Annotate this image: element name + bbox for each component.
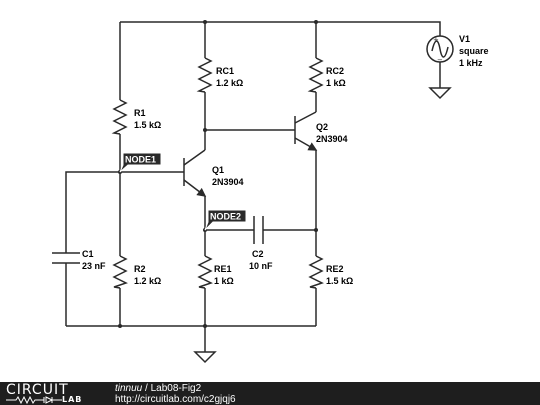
transistor-q2[interactable] — [294, 111, 318, 151]
resistor-re2[interactable] — [308, 255, 324, 289]
rc1-name: RC1 — [216, 66, 234, 76]
rc2-value: 1 kΩ — [326, 78, 346, 88]
re2-value: 1.5 kΩ — [326, 276, 353, 286]
q2-name: Q2 — [316, 122, 328, 132]
logo-circuit-text: CIRCUIT — [6, 382, 69, 398]
re1-name: RE1 — [214, 264, 232, 274]
resistor-rc2[interactable] — [307, 57, 324, 93]
resistor-r1[interactable] — [111, 99, 128, 135]
r2-name: R2 — [134, 264, 146, 274]
node1-label: NODE1 — [125, 155, 156, 165]
c2-value: 10 nF — [249, 261, 273, 271]
resistor-r2[interactable] — [112, 255, 128, 289]
logo-resistor-icon — [6, 396, 62, 404]
q2-model: 2N3904 — [316, 134, 348, 144]
q1-name: Q1 — [212, 165, 224, 175]
resistor-re1[interactable] — [197, 255, 213, 289]
ground-icon — [428, 87, 452, 100]
schematic-url[interactable]: http://circuitlab.com/c2gjqj6 — [115, 394, 236, 405]
svg-text:+: + — [433, 36, 439, 44]
transistor-q1[interactable] — [183, 149, 207, 197]
circuitlab-logo[interactable]: CIRCUIT LAB — [6, 383, 106, 405]
rc1-value: 1.2 kΩ — [216, 78, 243, 88]
schematic-owner-line: tinnuu / Lab08-Fig2 — [115, 383, 201, 394]
logo-lab-text: LAB — [62, 395, 83, 404]
r2-value: 1.2 kΩ — [134, 276, 161, 286]
re1-value: 1 kΩ — [214, 276, 234, 286]
rc2-name: RC2 — [326, 66, 344, 76]
re2-name: RE2 — [326, 264, 344, 274]
node2-tag[interactable]: NODE2 — [204, 209, 247, 231]
v1-type: square — [459, 46, 489, 56]
wires — [65, 21, 441, 352]
capacitor-c1[interactable] — [52, 252, 80, 264]
c1-name: C1 — [82, 249, 94, 259]
capacitor-c2[interactable] — [253, 216, 264, 244]
footer-bar: CIRCUIT LAB tinnuu / Lab08-Fig2 http://c… — [0, 382, 540, 405]
r1-value: 1.5 kΩ — [134, 120, 161, 130]
ground-icon — [193, 351, 217, 364]
node1-tag[interactable]: NODE1 — [119, 152, 162, 173]
schematic-title[interactable]: Lab08-Fig2 — [150, 383, 202, 394]
junctions — [118, 20, 318, 328]
q1-model: 2N3904 — [212, 177, 244, 187]
c1-value: 23 nF — [82, 261, 106, 271]
schematic-canvas: + − NODE1 NODE2 R1 1.5 kΩ R2 1.2 kΩ RC1 … — [52, 20, 489, 364]
voltage-source-v1[interactable]: + − — [426, 35, 454, 64]
svg-text:−: − — [437, 56, 443, 64]
v1-name: V1 — [459, 34, 470, 44]
author-name[interactable]: tinnuu — [115, 383, 143, 394]
r1-name: R1 — [134, 108, 146, 118]
node2-label: NODE2 — [210, 212, 241, 222]
title-separator: / — [142, 383, 151, 394]
resistor-rc1[interactable] — [196, 57, 213, 93]
c2-name: C2 — [252, 249, 264, 259]
v1-freq: 1 kHz — [459, 58, 483, 68]
